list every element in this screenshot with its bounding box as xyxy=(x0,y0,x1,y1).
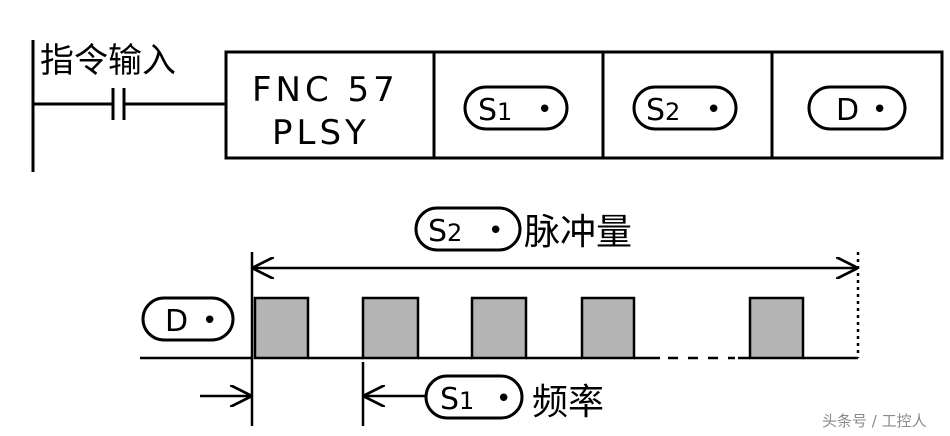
contact-no-symbol xyxy=(111,88,126,120)
svg-text:脉冲量: 脉冲量 xyxy=(524,212,632,253)
svg-text:•: • xyxy=(872,95,887,125)
svg-text:D: D xyxy=(836,93,859,128)
watermark: 头条号 / 工控人 xyxy=(822,412,927,430)
svg-text:•: • xyxy=(496,384,511,414)
operand-s2: S2 • xyxy=(632,85,738,131)
input-label: 指令输入 xyxy=(40,41,176,81)
ladder-rung: 指令输入 FNC 57 PLSY S1 • S2 • xyxy=(31,40,944,172)
instruction-code: FNC 57 xyxy=(252,70,399,110)
pulse-last xyxy=(748,296,805,360)
pulse-4 xyxy=(580,296,636,360)
svg-text:•: • xyxy=(537,95,552,125)
pulse-3 xyxy=(470,296,528,360)
frequency-label: S1 • 频率 xyxy=(424,374,604,423)
instruction-box: FNC 57 PLSY S1 • S2 • D • xyxy=(224,50,944,160)
svg-text:•: • xyxy=(202,306,217,336)
pulse-count-label: S2 • 脉冲量 xyxy=(414,206,632,253)
instruction-mnemonic: PLSY xyxy=(272,113,370,153)
svg-text:•: • xyxy=(706,95,721,125)
svg-text:频率: 频率 xyxy=(532,382,604,423)
pulse-2 xyxy=(361,296,420,360)
svg-text:S2: S2 xyxy=(646,93,680,128)
operand-s1: S1 • xyxy=(463,85,569,131)
operand-d: D • xyxy=(807,85,907,131)
output-label: D • xyxy=(141,296,235,342)
pulse-1 xyxy=(253,296,310,360)
svg-text:S1: S1 xyxy=(478,93,512,128)
svg-text:S2: S2 xyxy=(428,214,462,249)
timing-diagram: S2 • 脉冲量 D • xyxy=(140,206,860,426)
pulse-train xyxy=(140,296,858,360)
svg-text:S1: S1 xyxy=(440,382,474,417)
svg-text:D: D xyxy=(165,304,188,339)
svg-text:•: • xyxy=(488,216,503,246)
